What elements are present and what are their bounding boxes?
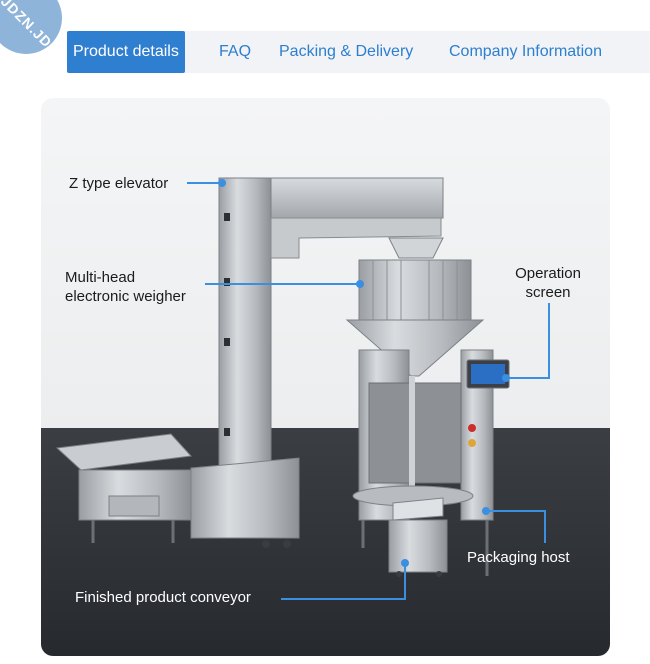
callout-dot-conveyor	[401, 559, 409, 567]
tab-company-information[interactable]: Company Information	[449, 43, 602, 60]
multihead-weigher	[345, 237, 485, 377]
operation-screen	[466, 359, 510, 389]
callout-line-screen	[507, 303, 550, 379]
label-packaging-host: Packaging host	[467, 549, 570, 566]
label-screen-line2: screen	[525, 284, 571, 301]
callout-dot-weigher	[356, 280, 364, 288]
callout-lines	[187, 179, 550, 600]
tab-product-details[interactable]: Product details	[67, 31, 185, 73]
machine-illustration	[55, 177, 550, 600]
label-weigher-line2: electronic weigher	[65, 288, 186, 305]
callout-line-conveyor	[281, 564, 406, 600]
callout-dot-z-elevator	[218, 179, 226, 187]
tab-faq[interactable]: FAQ	[219, 43, 252, 60]
brand-logo-text: JDZN.JD	[0, 0, 56, 51]
product-photo: Z type elevator Multi-head electronic we…	[41, 98, 610, 656]
photo-floor	[41, 428, 610, 656]
finished-conveyor	[388, 497, 448, 577]
label-z-elevator: Z type elevator	[69, 175, 169, 192]
z-elevator	[55, 177, 444, 548]
label-weigher-line1: Multi-head	[65, 269, 136, 286]
callout-dot-host	[482, 507, 490, 515]
tab-bar: Product details FAQ Packing & Delivery C…	[67, 31, 650, 73]
label-conveyor: Finished product conveyor	[75, 589, 251, 606]
brand-logo: JDZN.JD	[0, 0, 62, 54]
tab-packing-delivery[interactable]: Packing & Delivery	[279, 43, 414, 60]
callout-line-host	[487, 510, 546, 543]
label-screen-line1: Operation	[515, 265, 581, 282]
callout-dot-screen	[502, 374, 510, 382]
